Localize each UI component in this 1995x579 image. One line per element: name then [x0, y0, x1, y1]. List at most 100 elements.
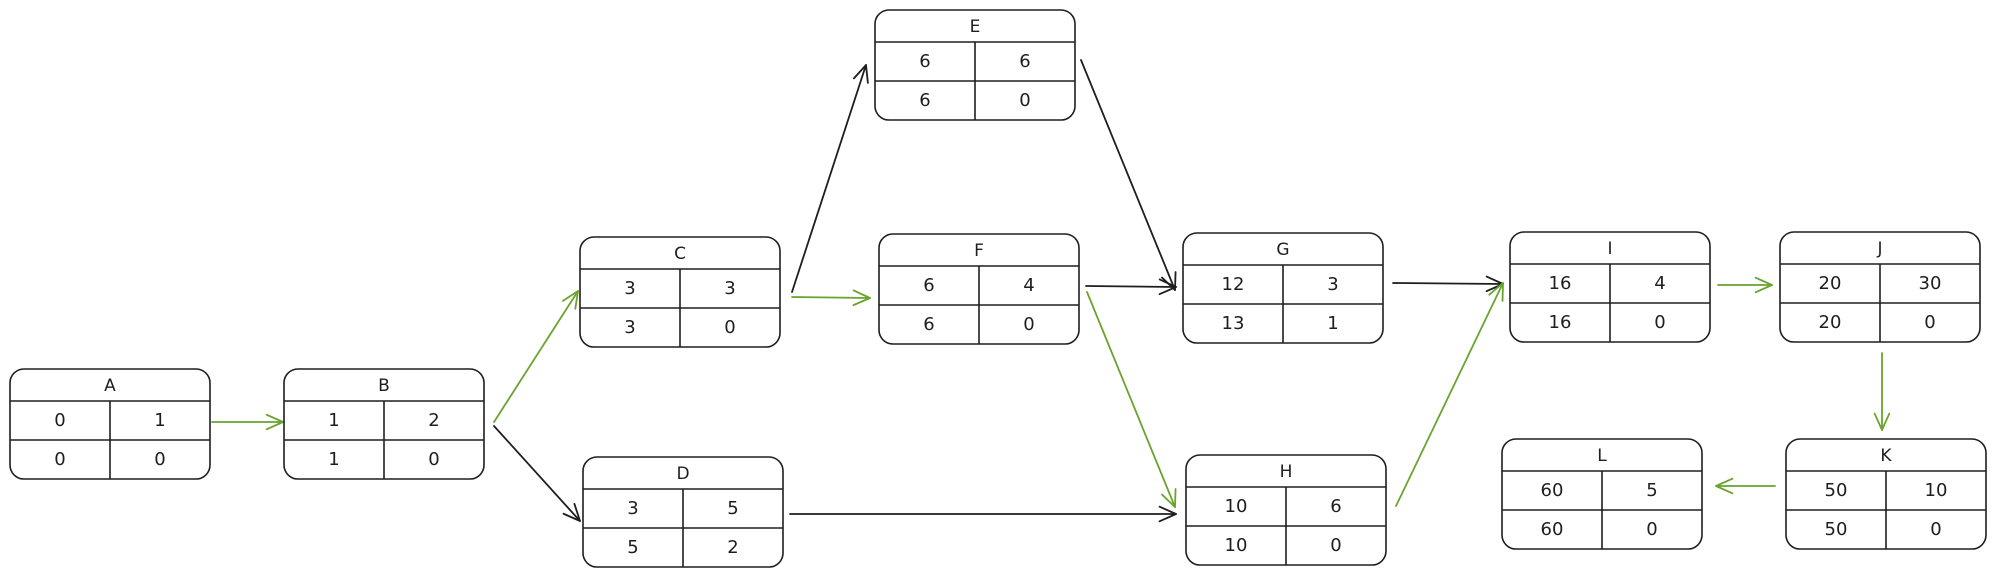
- cell-bottom-left: 20: [1819, 312, 1842, 333]
- node-d: D 3 5 5 2: [582, 456, 784, 568]
- cell-bottom-right: 0: [154, 449, 165, 470]
- edge-line: [791, 64, 867, 293]
- node-label: G: [1276, 240, 1289, 260]
- arrowhead-icon: [1715, 477, 1734, 495]
- edge-b-d: [493, 425, 581, 522]
- cell-bottom-left: 10: [1225, 535, 1248, 556]
- cell-top-left: 6: [919, 51, 930, 72]
- arrowhead-icon: [1161, 488, 1177, 508]
- cell-bottom-right: 0: [428, 449, 439, 470]
- cell-bottom-right: 0: [1924, 312, 1935, 333]
- node-c: C 3 3 3 0: [579, 236, 781, 348]
- edge-h-i: [1395, 282, 1504, 507]
- cell-top-left: 3: [627, 498, 638, 519]
- cell-bottom-left: 6: [923, 314, 934, 335]
- edge-i-j: [1717, 276, 1773, 294]
- cell-bottom-left: 6: [919, 90, 930, 111]
- edge-line: [1392, 282, 1504, 285]
- edge-line: [791, 296, 871, 299]
- cell-bottom-left: 13: [1222, 313, 1245, 334]
- arrowhead-icon: [562, 502, 581, 522]
- cell-top-right: 4: [1654, 273, 1665, 294]
- node-label: A: [104, 376, 116, 396]
- node-label: C: [674, 244, 686, 264]
- cell-bottom-left: 1: [328, 449, 339, 470]
- cell-bottom-right: 0: [1330, 535, 1341, 556]
- node-a: A 0 1 0 0: [9, 368, 211, 480]
- edge-line: [1395, 282, 1504, 507]
- cell-top-left: 3: [624, 278, 635, 299]
- cell-bottom-right: 2: [727, 537, 738, 558]
- cell-top-left: 16: [1549, 273, 1572, 294]
- cell-top-right: 2: [428, 410, 439, 431]
- cell-top-right: 5: [1646, 480, 1657, 501]
- cell-top-right: 4: [1023, 275, 1034, 296]
- edge-j-k: [1873, 352, 1891, 431]
- cell-bottom-left: 60: [1541, 519, 1564, 540]
- cell-bottom-left: 3: [624, 317, 635, 338]
- cell-bottom-right: 0: [1930, 519, 1941, 540]
- cell-top-right: 6: [1330, 496, 1341, 517]
- edge-e-g: [1080, 59, 1177, 291]
- edge-line: [1086, 291, 1176, 508]
- node-label: F: [974, 241, 984, 261]
- edge-f-g: [1085, 278, 1177, 296]
- edge-line: [493, 290, 579, 423]
- cell-top-right: 6: [1019, 51, 1030, 72]
- arrowhead-icon: [852, 289, 871, 307]
- cell-top-right: 30: [1919, 273, 1942, 294]
- cell-bottom-right: 1: [1327, 313, 1338, 334]
- cell-top-right: 1: [154, 410, 165, 431]
- cell-top-right: 5: [727, 498, 738, 519]
- node-l: L 60 5 60 0: [1501, 438, 1703, 550]
- edge-f-h: [1086, 291, 1177, 508]
- edge-line: [1085, 285, 1177, 288]
- arrowhead-icon: [853, 64, 869, 84]
- node-label: D: [676, 464, 689, 484]
- node-b: B 1 2 1 0: [283, 368, 485, 480]
- node-label: K: [1880, 446, 1892, 466]
- cell-bottom-right: 0: [1646, 519, 1657, 540]
- cell-bottom-right: 0: [1654, 312, 1665, 333]
- arrowhead-icon: [1158, 278, 1177, 296]
- cell-top-left: 1: [328, 410, 339, 431]
- edge-a-b: [211, 413, 284, 431]
- edge-line: [493, 425, 581, 522]
- edge-c-e: [791, 64, 869, 293]
- arrowhead-icon: [562, 290, 579, 310]
- edge-line: [1080, 59, 1176, 291]
- cell-top-left: 12: [1222, 274, 1245, 295]
- cell-bottom-right: 0: [1023, 314, 1034, 335]
- arrowhead-icon: [1754, 276, 1773, 294]
- edges-layer: [211, 59, 1891, 523]
- cell-top-left: 6: [923, 275, 934, 296]
- cell-top-left: 10: [1225, 496, 1248, 517]
- node-label: H: [1280, 462, 1293, 482]
- edge-d-h: [789, 505, 1177, 523]
- arrowhead-icon: [1488, 282, 1504, 302]
- cell-top-left: 0: [54, 410, 65, 431]
- cell-bottom-left: 5: [627, 537, 638, 558]
- node-label: L: [1597, 446, 1607, 466]
- cell-bottom-right: 0: [724, 317, 735, 338]
- node-h: H 10 6 10 0: [1185, 454, 1387, 566]
- edge-c-f: [791, 289, 871, 307]
- node-label: B: [378, 376, 390, 396]
- node-f: F 6 4 6 0: [878, 233, 1080, 345]
- cell-bottom-left: 0: [54, 449, 65, 470]
- arrowhead-icon: [265, 413, 284, 431]
- node-label: E: [970, 17, 981, 37]
- cell-top-right: 3: [724, 278, 735, 299]
- cell-bottom-left: 16: [1549, 312, 1572, 333]
- cell-bottom-left: 50: [1825, 519, 1848, 540]
- cell-top-left: 20: [1819, 273, 1842, 294]
- edge-k-l: [1715, 477, 1776, 495]
- cell-top-left: 60: [1541, 480, 1564, 501]
